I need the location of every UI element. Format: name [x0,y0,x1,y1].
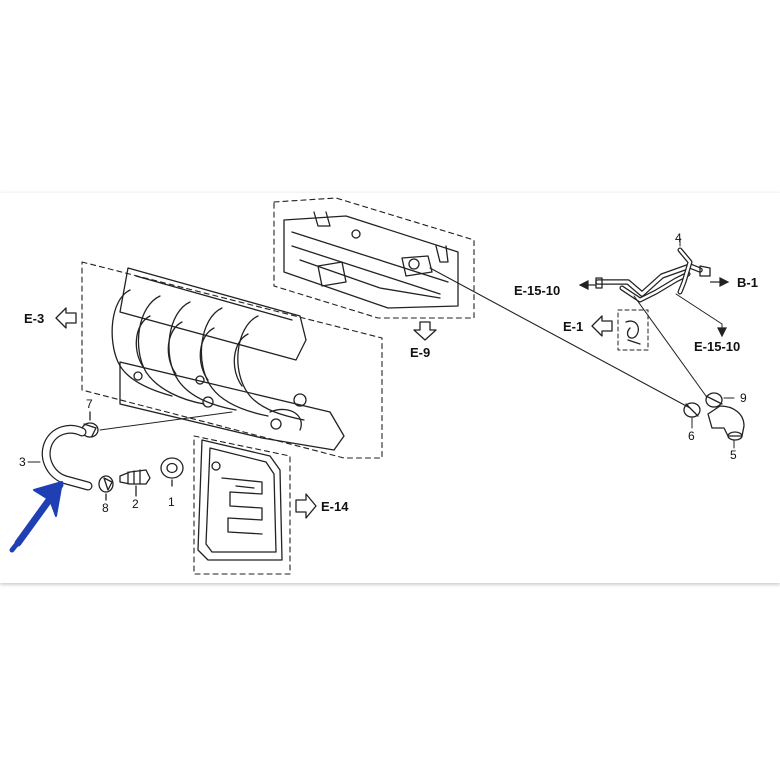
part-number-8: 8 [102,501,109,515]
ref-b1: B-1 [737,275,758,290]
pointer-arrow-icon [9,481,64,553]
ref-e15-10-right: E-15-10 [694,339,740,354]
part-number-2: 2 [132,497,139,511]
part-number-7: 7 [86,397,93,411]
intake-manifold [81,261,383,459]
gasket [193,435,291,575]
ref-e14: E-14 [321,499,349,514]
ref-e3: E-3 [24,311,44,326]
arrow-left-icon [55,307,77,329]
arrow-left-icon [591,315,613,337]
part-number-6: 6 [688,429,695,443]
head-cover [273,197,475,319]
part-9-clamp [705,392,735,408]
clip-e1 [617,309,649,351]
breather-pipe-4 [595,237,723,397]
part-7-clamp [81,411,233,438]
part-number-4: 4 [675,231,682,245]
part-3-hose [27,424,93,491]
part-6-clamp [683,402,701,429]
arrow-down-icon [413,321,437,341]
diagram-panel [0,193,780,583]
part-1-grommet [160,457,184,487]
part-5-elbow [707,405,745,449]
ref-e15-10-left: E-15-10 [514,283,560,298]
part-number-5: 5 [730,448,737,462]
part-2-valve [119,469,151,497]
ref-e1: E-1 [563,319,583,334]
arrow-right-icon [719,277,730,287]
part-8-clamp [98,475,114,501]
part-number-3: 3 [19,455,26,469]
part-number-9: 9 [740,391,747,405]
arrow-down-icon [717,327,727,338]
arrow-right-icon [295,493,317,519]
ref-e9: E-9 [410,345,430,360]
part-number-1: 1 [168,495,175,509]
arrow-left-icon [578,280,589,290]
